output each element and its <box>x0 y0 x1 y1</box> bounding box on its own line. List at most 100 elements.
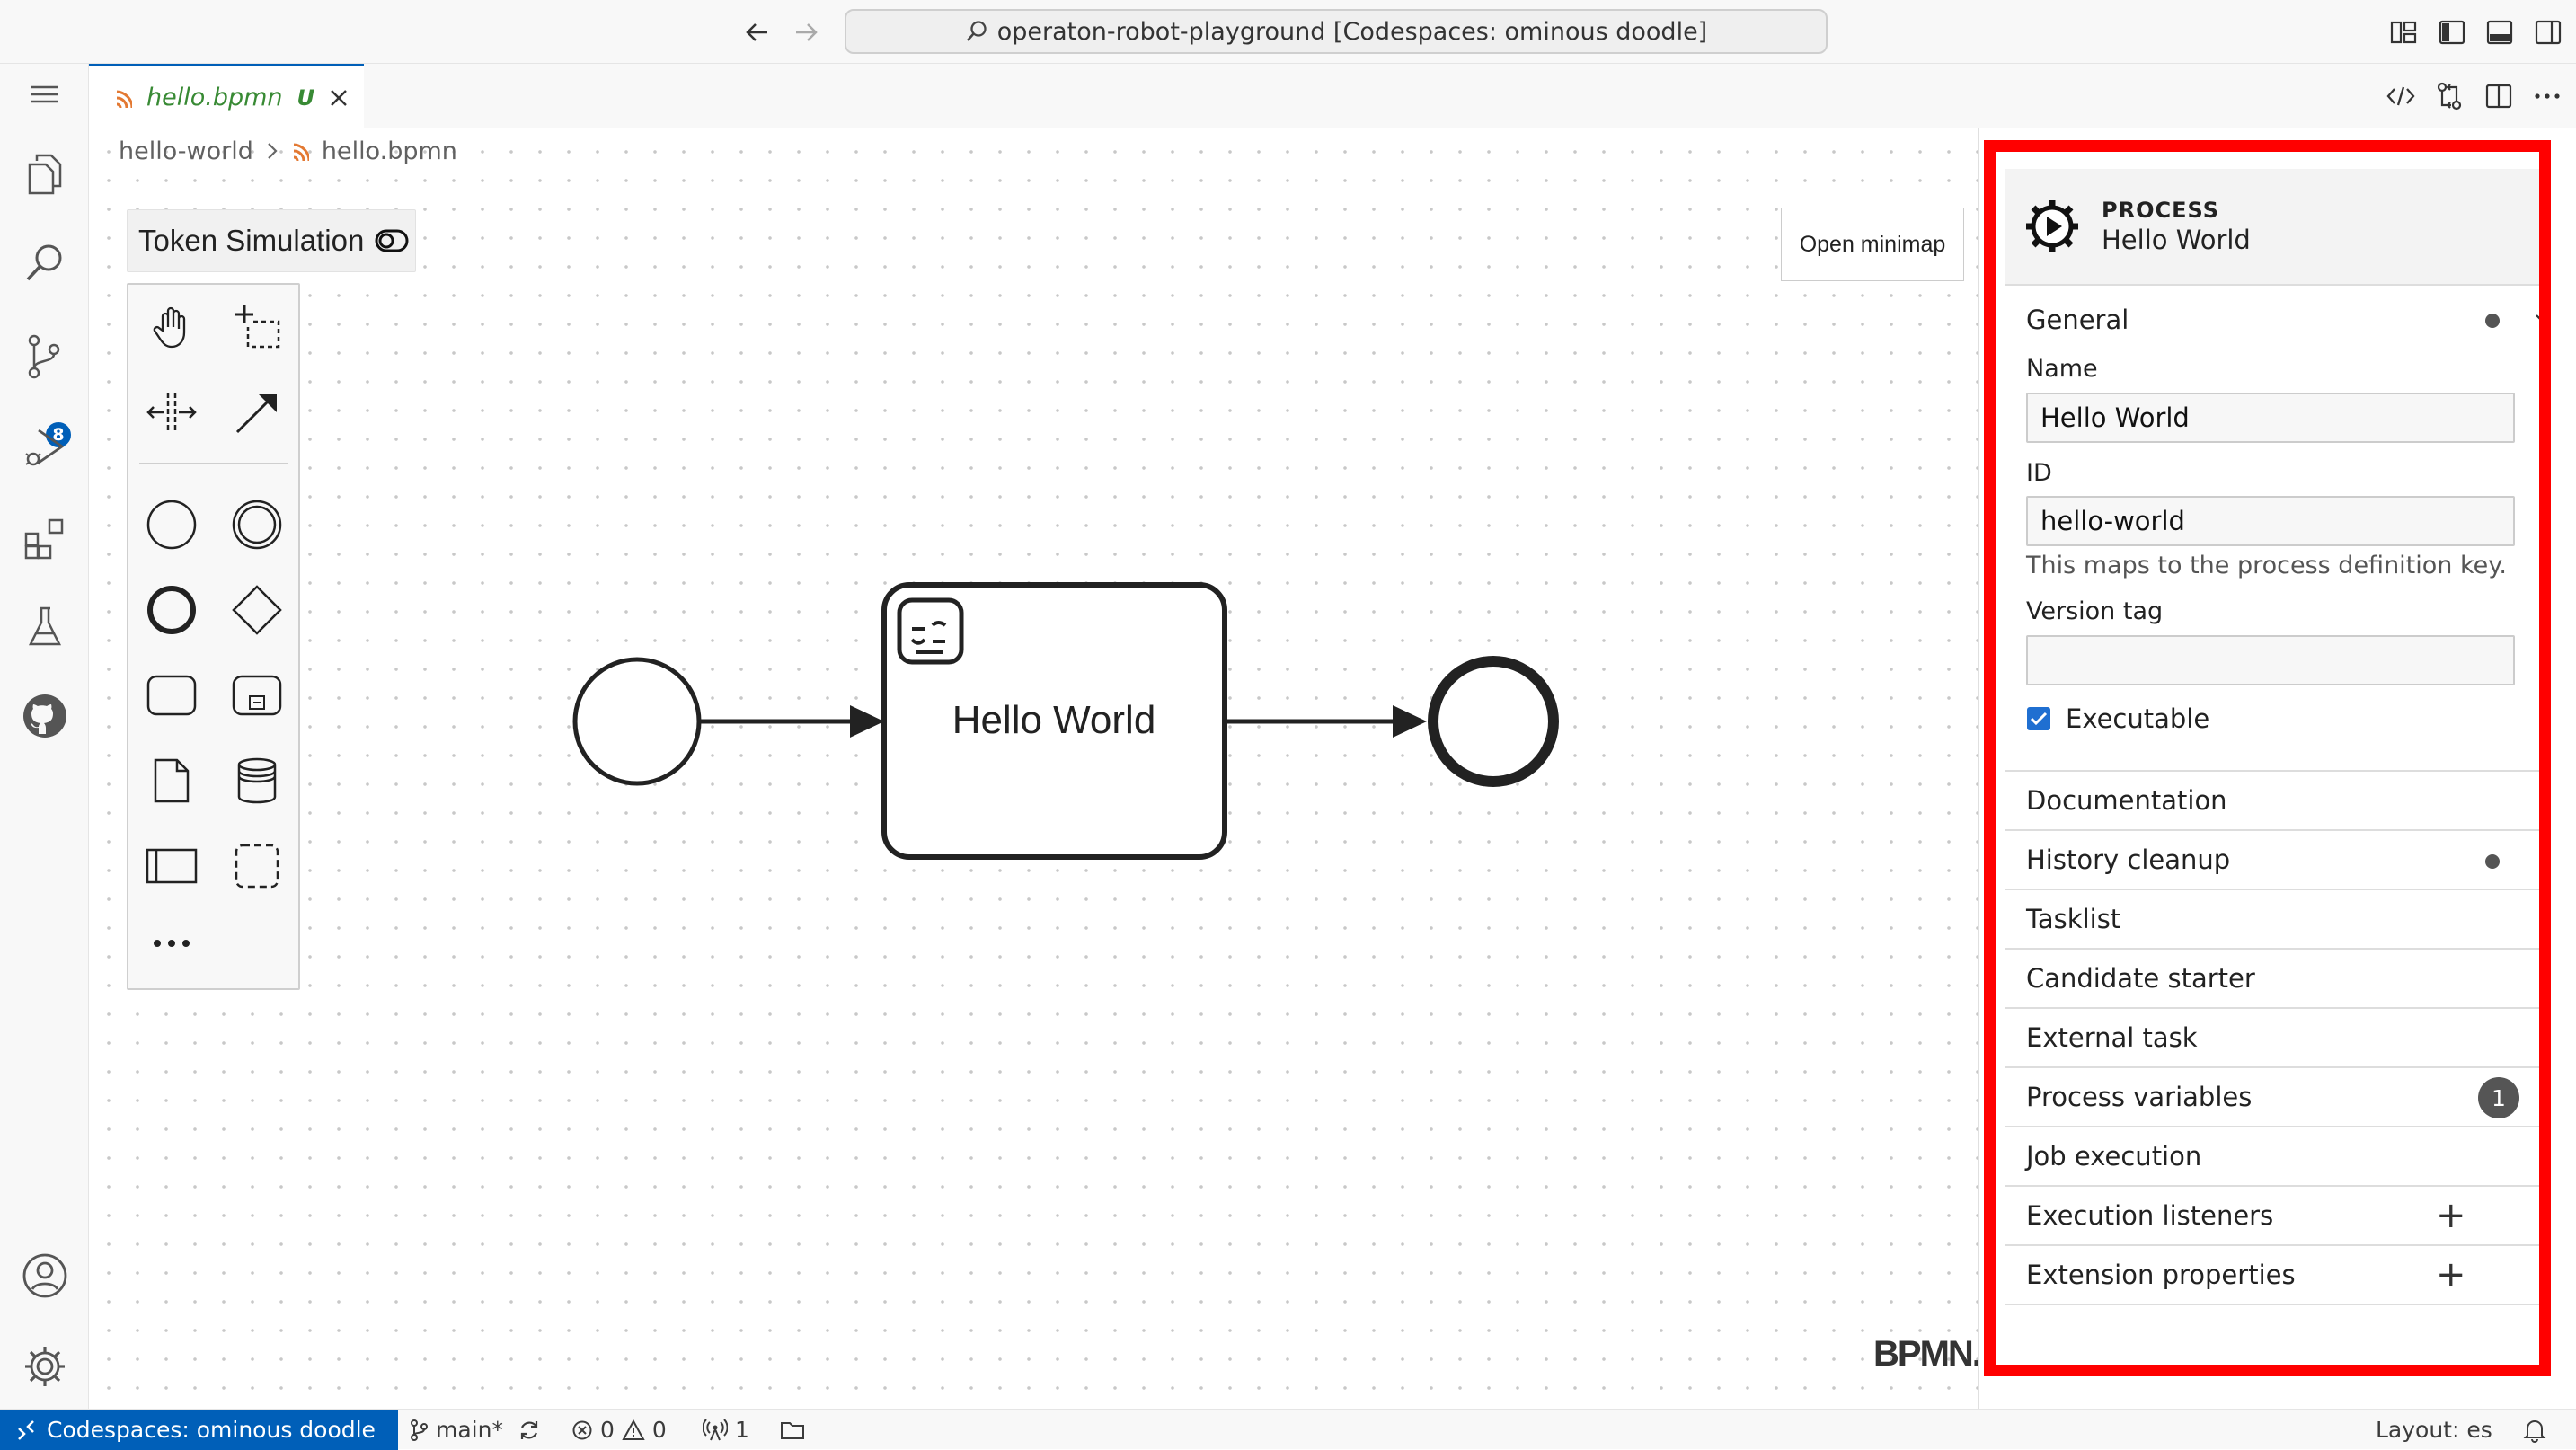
back-arrow-icon[interactable] <box>739 14 775 50</box>
group-general-header[interactable]: General <box>2005 290 2550 349</box>
intermediate-event-icon[interactable] <box>226 493 288 556</box>
subprocess-icon[interactable] <box>226 664 288 727</box>
id-field-label: ID <box>2026 459 2052 487</box>
forward-arrow-icon[interactable] <box>788 14 824 50</box>
open-minimap-button[interactable]: Open minimap <box>1781 208 1964 281</box>
problems-indicator[interactable]: 0 0 <box>571 1410 667 1450</box>
group-history-cleanup[interactable]: History cleanup <box>2005 831 2544 890</box>
lasso-tool-icon[interactable] <box>226 296 288 358</box>
add-extension-property-plus-icon[interactable]: + <box>2436 1254 2466 1295</box>
warning-count: 0 <box>651 1417 667 1443</box>
error-count: 0 <box>600 1417 615 1443</box>
keyboard-layout-indicator[interactable]: Layout: es <box>2376 1410 2492 1450</box>
status-bar: Codespaces: ominous doodle main* 0 0 1 L… <box>0 1409 2576 1450</box>
palette-divider <box>139 463 288 464</box>
data-object-icon[interactable] <box>140 749 203 812</box>
task-icon[interactable] <box>140 664 203 727</box>
toggle-panel-icon[interactable] <box>2485 18 2514 47</box>
settings-gear-icon[interactable] <box>18 1339 72 1393</box>
group-has-data-dot <box>2485 854 2500 869</box>
properties-panel: PROCESS Hello World General Name Hello W… <box>1978 128 2576 1409</box>
tab-hello-bpmn[interactable]: hello.bpmn U <box>89 64 364 128</box>
explorer-icon[interactable] <box>18 147 72 201</box>
process-variables-count-badge: 1 <box>2478 1077 2519 1118</box>
keyboard-layout-label: Layout: es <box>2376 1417 2492 1443</box>
element-name-label: Hello World <box>2102 225 2251 255</box>
group-history-cleanup-label: History cleanup <box>2026 844 2231 875</box>
source-control-icon[interactable] <box>18 330 72 384</box>
bpmn-diagram: Hello World <box>572 582 1559 860</box>
warning-icon <box>622 1419 645 1440</box>
group-documentation[interactable]: Documentation <box>2005 772 2544 831</box>
ports-count: 1 <box>735 1417 749 1443</box>
add-execution-listener-plus-icon[interactable]: + <box>2436 1195 2466 1236</box>
extensions-icon[interactable] <box>18 511 72 565</box>
group-execution-listeners[interactable]: Execution listeners + <box>2005 1187 2544 1246</box>
menu-icon[interactable] <box>18 67 72 121</box>
group-job-execution[interactable]: Job execution <box>2005 1127 2544 1187</box>
group-external-task-label: External task <box>2026 1022 2198 1053</box>
group-icon[interactable] <box>226 835 288 897</box>
group-process-variables[interactable]: Process variables 1 <box>2005 1068 2544 1127</box>
start-event[interactable] <box>572 657 702 786</box>
group-job-execution-label: Job execution <box>2026 1141 2202 1171</box>
sequence-flow-1[interactable] <box>700 705 884 738</box>
error-icon <box>572 1420 592 1439</box>
github-icon[interactable] <box>18 689 72 743</box>
group-has-data-dot <box>2485 314 2500 328</box>
branch-indicator[interactable]: main* <box>409 1410 541 1450</box>
account-icon[interactable] <box>18 1249 72 1303</box>
command-center-search[interactable]: operaton-robot-playground [Codespaces: o… <box>845 9 1828 54</box>
close-icon[interactable] <box>329 88 349 108</box>
id-field[interactable]: hello-world <box>2026 496 2515 546</box>
token-simulation-label: Token Simulation <box>138 224 365 257</box>
more-tools-icon[interactable] <box>140 912 203 975</box>
global-connect-tool-icon[interactable] <box>226 381 288 444</box>
more-actions-icon[interactable] <box>2531 80 2563 112</box>
sync-icon[interactable] <box>518 1419 541 1442</box>
chevron-right-icon <box>268 143 278 159</box>
data-store-icon[interactable] <box>226 749 288 812</box>
executable-checkbox-row[interactable]: Executable <box>2026 703 2209 734</box>
run-debug-icon[interactable] <box>18 420 72 474</box>
toggle-off-icon <box>375 229 409 252</box>
notifications-bell-icon[interactable] <box>2523 1410 2546 1450</box>
search-icon <box>966 21 987 41</box>
search-icon[interactable] <box>18 236 72 290</box>
group-tasklist-label: Tasklist <box>2026 904 2121 934</box>
chevron-down-icon[interactable] <box>2535 314 2551 324</box>
breadcrumb-file[interactable]: hello.bpmn <box>321 137 457 165</box>
version-tag-field[interactable] <box>2026 635 2515 685</box>
remote-indicator[interactable]: Codespaces: ominous doodle <box>0 1410 398 1450</box>
toggle-primary-sidebar-icon[interactable] <box>2438 18 2466 47</box>
sequence-flow-2[interactable] <box>1225 705 1427 738</box>
group-external-task[interactable]: External task <box>2005 1009 2544 1068</box>
code-view-icon[interactable] <box>2385 80 2417 112</box>
start-event-icon[interactable] <box>140 493 203 556</box>
open-changes-icon[interactable] <box>2433 80 2465 112</box>
customize-layout-icon[interactable] <box>2389 18 2418 47</box>
testing-icon[interactable] <box>18 600 72 654</box>
end-event-icon[interactable] <box>140 579 203 641</box>
end-event[interactable] <box>1428 656 1559 787</box>
group-execution-listeners-label: Execution listeners <box>2026 1200 2274 1231</box>
ports-indicator[interactable]: 1 <box>703 1410 749 1450</box>
group-extension-properties[interactable]: Extension properties + <box>2005 1246 2544 1305</box>
group-candidate-starter[interactable]: Candidate starter <box>2005 950 2544 1009</box>
robot-service-task[interactable] <box>881 582 1227 860</box>
group-tasklist[interactable]: Tasklist <box>2005 890 2544 950</box>
breadcrumb: hello-world hello.bpmn <box>119 133 457 169</box>
breadcrumb-folder[interactable]: hello-world <box>119 137 253 165</box>
name-field[interactable]: Hello World <box>2026 393 2515 443</box>
executable-checkbox[interactable] <box>2026 706 2051 731</box>
token-simulation-toggle[interactable]: Token Simulation <box>127 209 416 272</box>
group-documentation-label: Documentation <box>2026 785 2227 816</box>
split-editor-icon[interactable] <box>2483 80 2515 112</box>
folder-icon[interactable] <box>780 1410 805 1450</box>
bpmn-file-icon <box>116 90 132 108</box>
pool-participant-icon[interactable] <box>140 835 203 897</box>
toggle-secondary-sidebar-icon[interactable] <box>2534 18 2563 47</box>
gateway-icon[interactable] <box>226 579 288 641</box>
space-tool-icon[interactable] <box>140 381 203 444</box>
hand-tool-icon[interactable] <box>140 296 203 358</box>
